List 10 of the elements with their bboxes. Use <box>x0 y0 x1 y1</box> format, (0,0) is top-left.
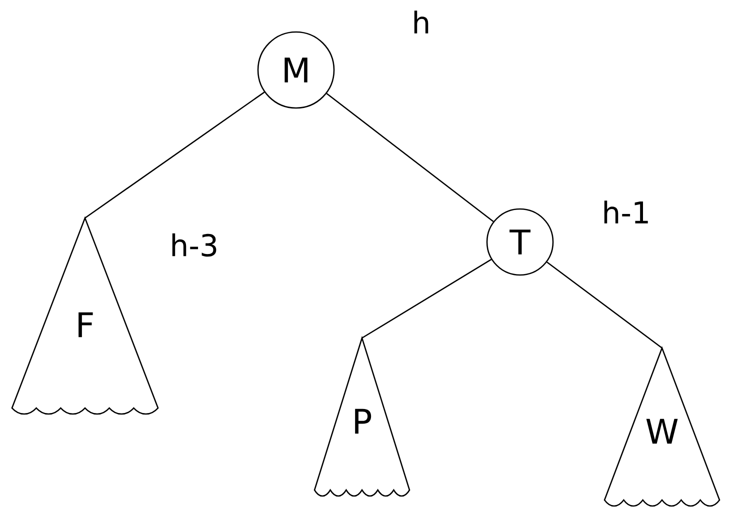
tree-edge <box>326 93 494 222</box>
height-label: h-1 <box>604 200 648 224</box>
height-label: h-3 <box>172 233 216 257</box>
height-label: h <box>414 10 428 34</box>
subtree-triangle: F <box>11 217 159 415</box>
tree-edge <box>546 262 662 349</box>
subtree-triangle: W <box>604 347 720 507</box>
subtree-triangle: P <box>314 337 410 497</box>
tree-edge <box>362 258 492 339</box>
tree-edge <box>84 92 265 219</box>
